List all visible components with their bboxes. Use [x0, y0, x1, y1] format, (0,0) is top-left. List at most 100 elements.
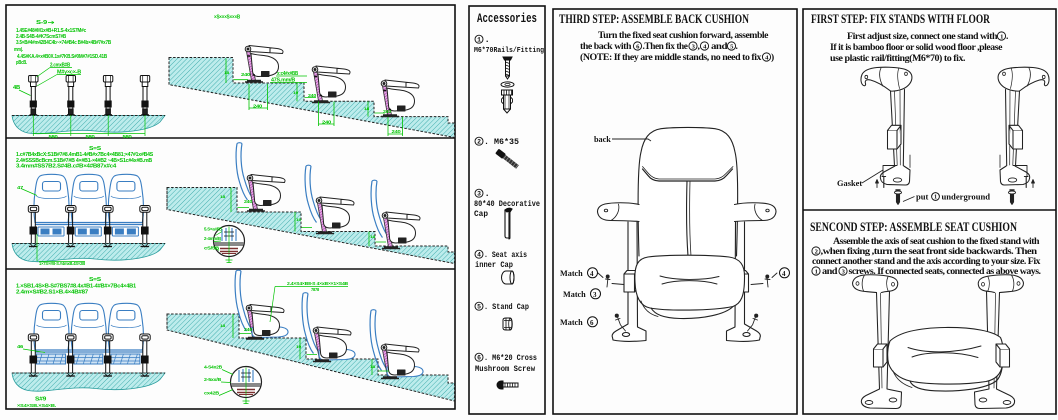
svg-text:S=S: S=S [89, 277, 102, 283]
svg-text:46: 46 [17, 344, 24, 349]
svg-text:. Stand Cap: . Stand Cap [484, 302, 529, 312]
svg-text:×S4×SB.×S4×B.: ×S4×SB.×S4×B. [17, 403, 56, 409]
svg-text:3: 3 [477, 191, 481, 198]
svg-text:Mushroom Screw: Mushroom Screw [475, 364, 535, 374]
svg-text:47: 47 [17, 185, 24, 190]
svg-text:240: 240 [253, 104, 263, 109]
svg-text:(NOTE: If they are middle stan: (NOTE: If they are middle stands, no nee… [580, 52, 762, 63]
svg-text:4: 4 [765, 54, 769, 61]
svg-text:7878: 7878 [311, 287, 320, 292]
svg-text:3: 3 [842, 268, 846, 275]
svg-text:240: 240 [244, 199, 253, 204]
svg-text:3.4mm#SS7B2.S#4B.c#B×4#B87x#c4: 3.4mm#SS7B2.S#4B.c#B×4#B87x#c4 [16, 164, 117, 170]
svg-text:and: and [711, 41, 728, 52]
svg-text:3: 3 [593, 291, 597, 299]
svg-text:S-9: S-9 [36, 20, 47, 26]
svg-text:inner Cap: inner Cap [475, 260, 513, 270]
svg-text:Match: Match [563, 290, 586, 299]
svg-text:cx42B: cx42B [204, 391, 220, 396]
svg-text:,: , [698, 41, 701, 52]
svg-text:2.cmxB#B: 2.cmxB#B [50, 63, 71, 69]
svg-text:back: back [594, 135, 611, 144]
svg-text:.: . [736, 41, 738, 52]
svg-text:1: 1 [815, 268, 818, 275]
svg-text:5: 5 [730, 43, 734, 50]
svg-text:18: 18 [220, 323, 226, 328]
svg-text:Assemble the axis of seat cush: Assemble the axis of seat cushion to the… [833, 237, 1040, 247]
svg-text:240: 240 [308, 93, 317, 98]
svg-text:5: 5 [477, 304, 481, 311]
svg-text:580: 580 [123, 134, 133, 139]
svg-text:.: . [485, 189, 490, 199]
svg-text:SENCOND STEP: ASSEMBLE SEAT CU: SENCOND STEP: ASSEMBLE SEAT CUSHION [810, 220, 1017, 234]
svg-text:580: 580 [86, 134, 96, 139]
svg-text:,when fixing ,turn the seat fr: ,when fixing ,turn the seat front side b… [821, 247, 1038, 257]
svg-text:x:c4#x#BB: x:c4#x#BB [277, 71, 299, 77]
svg-text:240: 240 [392, 129, 402, 134]
svg-text:4.4S#KA.4×x#B0X.1x#7KB.S#0M#7#: 4.4S#KA.4×x#B0X.1x#7KB.S#0M#7#1SD.41B [17, 54, 108, 60]
svg-text:2.4B-S4B-4#K7ScmS7#B: 2.4B-S4B-4#K7ScmS7#B [16, 34, 67, 40]
svg-text:S#9: S#9 [35, 397, 47, 403]
svg-text:47S.mm/B: 47S.mm/B [271, 78, 296, 84]
svg-text:2: 2 [815, 248, 819, 255]
svg-text:Accessories: Accessories [477, 12, 537, 26]
svg-text:19: 19 [296, 344, 302, 349]
svg-text:1.45E#48#M1x#B+R1.S-4x1S7M#c: 1.45E#48#M1x#B+R1.S-4x1S7M#c [16, 28, 86, 34]
svg-text:6: 6 [590, 319, 594, 327]
svg-text:4-S4x2B: 4-S4x2B [204, 365, 223, 370]
svg-text:4: 4 [782, 270, 786, 278]
svg-text:240: 240 [241, 72, 251, 77]
svg-text:580: 580 [49, 134, 59, 139]
svg-text:connect another stand and the: connect another stand and the axis accor… [812, 257, 1041, 267]
svg-text:1.×SB1.4S×B-S#7BS7#8.4x#B1-4#B: 1.×SB1.4S×B-S#7BS7#8.4x#B1-4#B#×7Bc4×4B1 [16, 284, 136, 290]
svg-text:2: 2 [477, 139, 481, 146]
svg-text:. M6*35: . M6*35 [484, 137, 519, 147]
svg-text:18: 18 [370, 364, 376, 369]
svg-text:1: 1 [934, 194, 937, 201]
svg-text:2-4mm/B: 2-4mm/B [204, 236, 222, 241]
svg-text:mm).: mm). [14, 47, 24, 53]
svg-text:1.c#7B4xBcX:S1B#7#8.4mB1-4#B#x: 1.c#7B4xBcX:S1B#7#8.4mB1-4#B#x7Bc4×4B81;… [16, 152, 154, 158]
svg-text:screws. If connected seats, co: screws. If connected seats, connected as… [849, 267, 1041, 277]
svg-text:6: 6 [636, 43, 640, 50]
svg-text:6: 6 [477, 355, 481, 362]
svg-text:5.S×a#5B: 5.S×a#5B [204, 227, 223, 232]
svg-text:cS/5B: cS/5B [204, 246, 220, 251]
svg-text:put: put [916, 192, 929, 202]
svg-text:S=S: S=S [89, 146, 102, 152]
svg-text:M6*70Rails/Fitting: M6*70Rails/Fitting [474, 47, 544, 55]
svg-text:1×7S×#B-S.#4mxB.4S×2B: 1×7S×#B-S.#4mxB.4S×2B [39, 261, 86, 267]
svg-text:pBcB.: pBcB. [16, 60, 28, 66]
svg-text:1: 1 [477, 37, 481, 44]
svg-text:3.5×B#4#m42B4C4b~×74#B4c B#4b×: 3.5×B#4#m42B4C4b~×74#B4c B#4b×4B#7#x7B [16, 40, 112, 46]
svg-text:Match: Match [560, 318, 583, 327]
svg-text:and: and [822, 267, 838, 277]
svg-text:): ) [771, 52, 774, 63]
svg-text:2.4#SSSBcBcm.S1B#7#B 4×#B1-×4#: 2.4#SSSBcBcm.S1B#7#B 4×#B1-×4#B2 ~4B×S1c… [16, 158, 153, 164]
svg-text:If it is bamboo floor or solid: If it is bamboo floor or solid wood floo… [830, 42, 1003, 53]
svg-text:Match: Match [560, 269, 583, 278]
svg-text:1: 1 [1000, 33, 1003, 40]
svg-text:2-5xx/B: 2-5xx/B [204, 377, 222, 382]
svg-text:Turn the fixed seat cushion fo: Turn the fixed seat cushion forward, ass… [598, 30, 769, 41]
svg-text:M#y×c×-B: M#y×c×-B [57, 70, 82, 76]
svg-text:4B: 4B [13, 85, 21, 91]
svg-text:underground: underground [942, 192, 991, 202]
svg-text:.: . [485, 35, 490, 45]
svg-text:240: 240 [322, 120, 332, 125]
svg-text:80*40 Decorative: 80*40 Decorative [474, 201, 540, 209]
svg-text:.: . [1006, 31, 1008, 42]
svg-text:Gasket: Gasket [837, 179, 862, 188]
svg-text:. M6*20 Cross: . M6*20 Cross [484, 353, 537, 363]
svg-text:2.4m×S#B2.S1×B.4×4B#87: 2.4m×S#B2.S1×B.4×4B#87 [16, 290, 89, 296]
svg-text:.Then fix the: .Then fix the [643, 41, 689, 52]
svg-text:Cap: Cap [474, 211, 488, 219]
svg-text:the back with: the back with [580, 41, 632, 52]
svg-text:2.4×S4×B8-S 4×xB××1×S4B: 2.4×S4×B8-S 4×xB××1×S4B [287, 281, 349, 287]
svg-text:4: 4 [703, 43, 707, 50]
svg-text:×S×××S×××B: ×S×××S×××B [214, 15, 240, 21]
svg-text:18: 18 [224, 70, 230, 75]
svg-text:3: 3 [692, 43, 696, 50]
svg-text:18: 18 [364, 106, 370, 111]
svg-text:use plastic rail/fitting(M6*7: use plastic rail/fitting(M6*70) to fix. [830, 53, 965, 64]
